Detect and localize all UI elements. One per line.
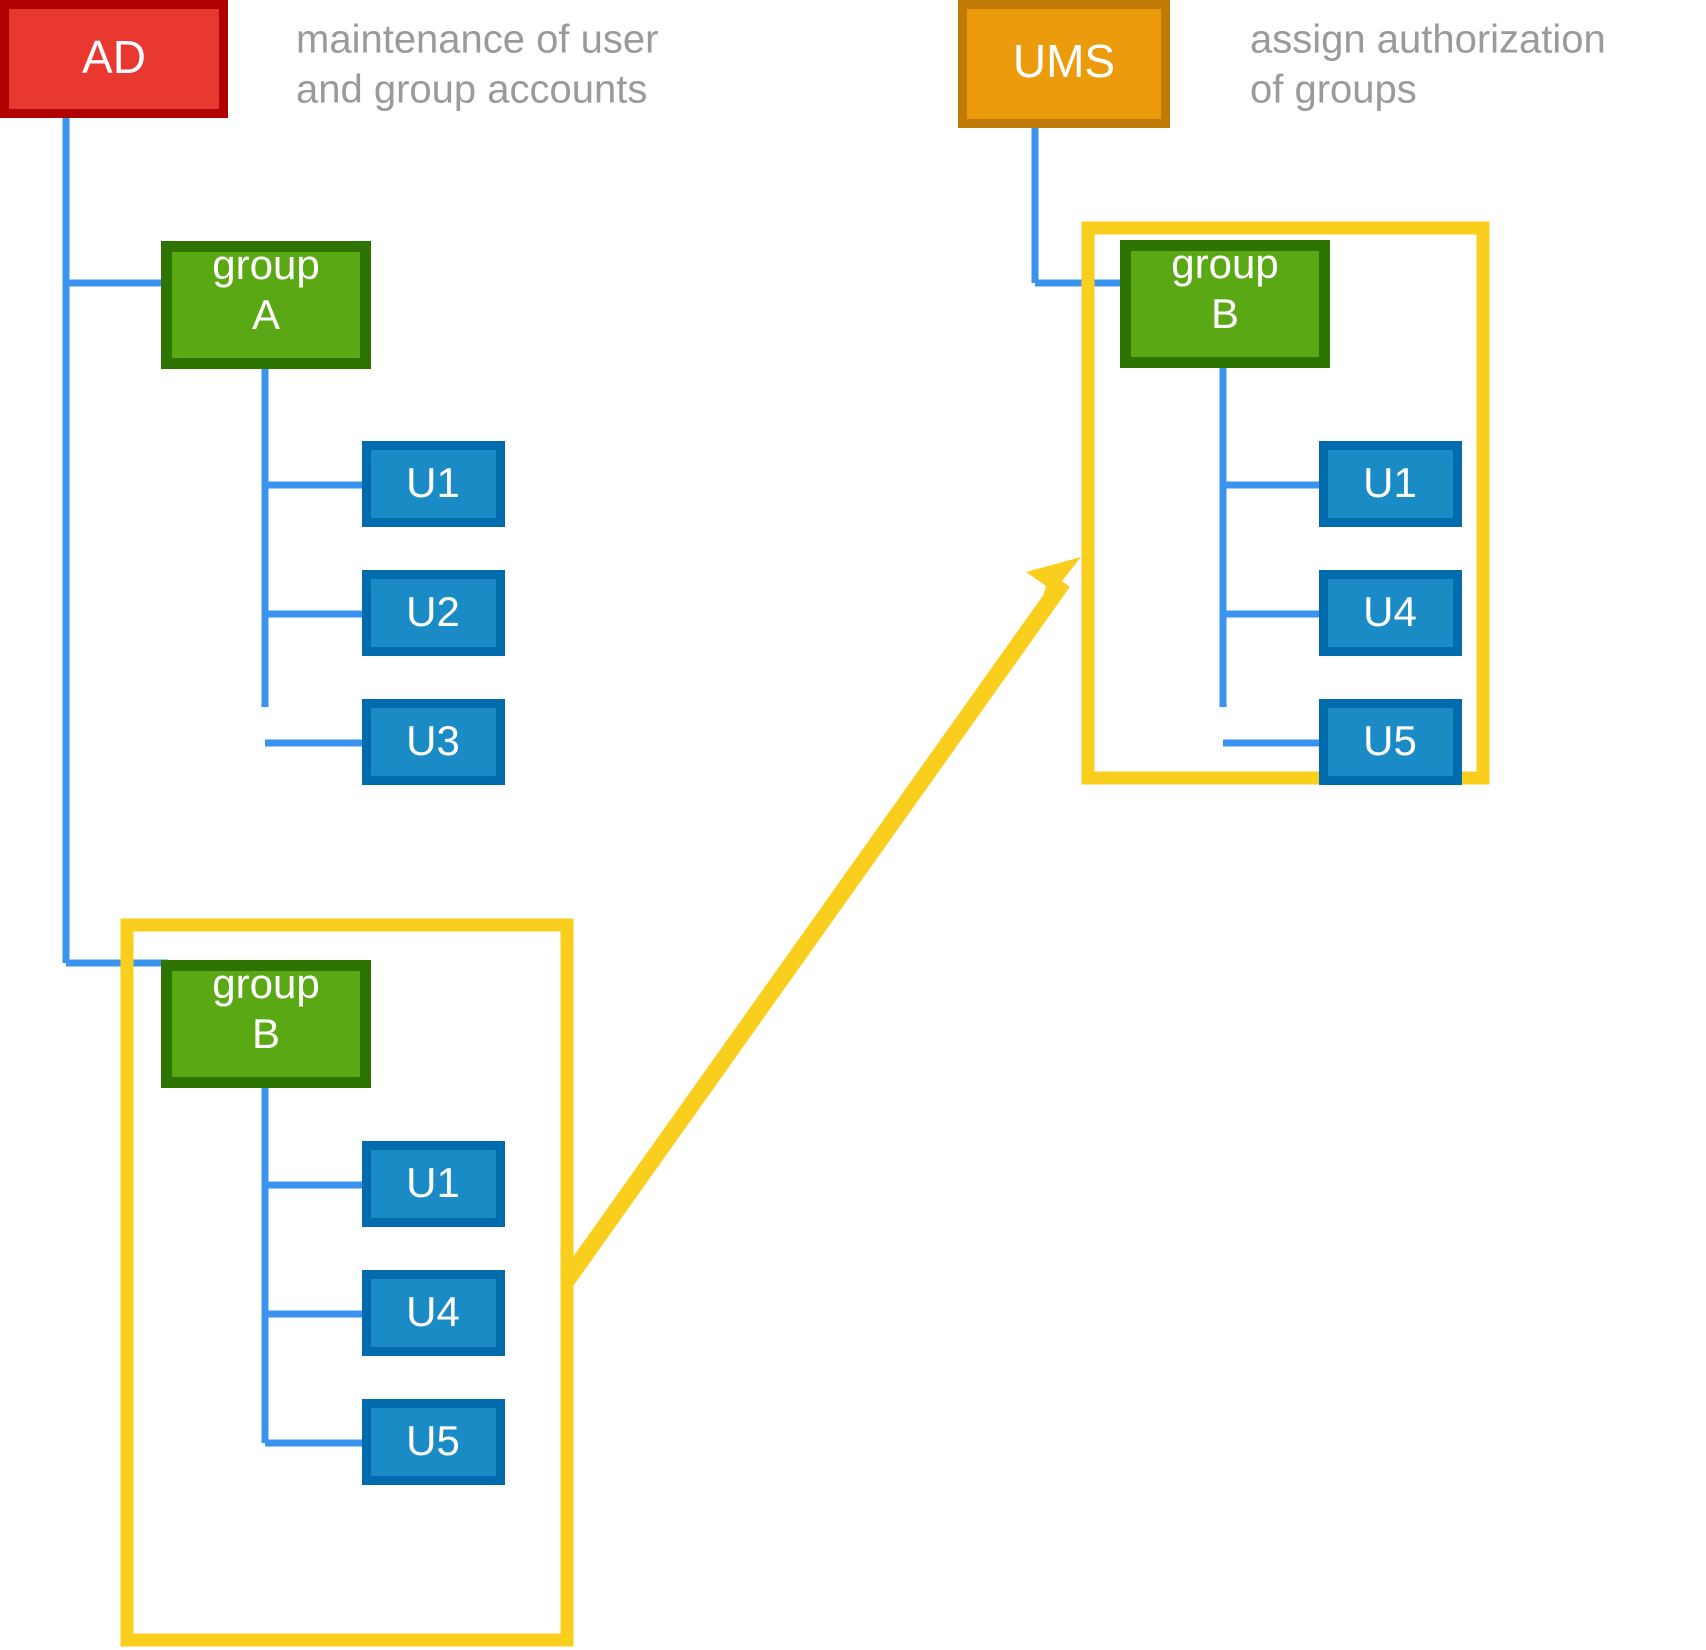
node-ad-group-b-member-u5[interactable]: U5: [362, 1399, 505, 1485]
node-ums[interactable]: UMS: [958, 0, 1170, 128]
connector-lines-group-b-ad: [261, 1088, 368, 1447]
group-b-sync-arrow: [560, 557, 1081, 1285]
connector-lines-group-a: [261, 369, 368, 747]
node-ums-group-b-member-u1[interactable]: U1: [1319, 441, 1462, 527]
annotation-ad-line1: maintenance of user: [296, 18, 658, 62]
node-group-a-member-u1[interactable]: U1: [362, 441, 505, 527]
node-ums-group-b-label-line2: B: [1211, 290, 1239, 337]
node-ums-group-b-member-u4[interactable]: U4: [1319, 570, 1462, 656]
node-group-a-member-u3-label: U3: [406, 717, 460, 764]
node-ad-group-b-member-u1-label: U1: [406, 1159, 460, 1206]
node-ad-group-b-member-u4-label: U4: [406, 1288, 460, 1335]
annotation-ums: assign authorization of groups: [1250, 18, 1606, 112]
node-ums-group-b-member-u5-label: U5: [1363, 717, 1417, 764]
annotation-ad: maintenance of user and group accounts: [296, 18, 658, 112]
node-ad-label: AD: [82, 31, 146, 83]
connector-lines-group-b-ums: [1219, 330, 1325, 747]
connector-lines-ad: [62, 118, 168, 967]
node-group-a-member-u3[interactable]: U3: [362, 699, 505, 785]
node-ums-group-b[interactable]: group B: [1120, 240, 1330, 368]
node-ad-group-b-label-line1: group: [212, 960, 319, 1007]
annotation-ad-line2: and group accounts: [296, 68, 647, 112]
node-ad-group-b-label-line2: B: [252, 1010, 280, 1057]
node-ad[interactable]: AD: [0, 0, 228, 118]
node-ad-group-b-member-u4[interactable]: U4: [362, 1270, 505, 1356]
highlight-frame-ad-group-b: [120, 918, 574, 1647]
node-group-a-member-u1-label: U1: [406, 459, 460, 506]
node-group-a-label-line2: A: [252, 291, 280, 338]
node-ums-group-b-member-u5[interactable]: U5: [1319, 699, 1462, 785]
node-ad-group-b-member-u1[interactable]: U1: [362, 1141, 505, 1227]
node-ums-label: UMS: [1013, 35, 1115, 87]
node-group-a-label-line1: group: [212, 241, 319, 288]
node-ums-group-b-label-line1: group: [1171, 240, 1278, 287]
highlight-frame-ums-group-b: [1081, 221, 1490, 785]
node-group-a-member-u2-label: U2: [406, 588, 460, 635]
node-ums-group-b-member-u4-label: U4: [1363, 588, 1417, 635]
node-ad-group-b[interactable]: group B: [161, 960, 371, 1088]
annotation-ums-line2: of groups: [1250, 68, 1417, 112]
node-ums-group-b-member-u1-label: U1: [1363, 459, 1417, 506]
node-group-a-member-u2[interactable]: U2: [362, 570, 505, 656]
node-ad-group-b-member-u5-label: U5: [406, 1417, 460, 1464]
annotation-ums-line1: assign authorization: [1250, 18, 1606, 62]
node-group-a[interactable]: group A: [161, 241, 371, 369]
